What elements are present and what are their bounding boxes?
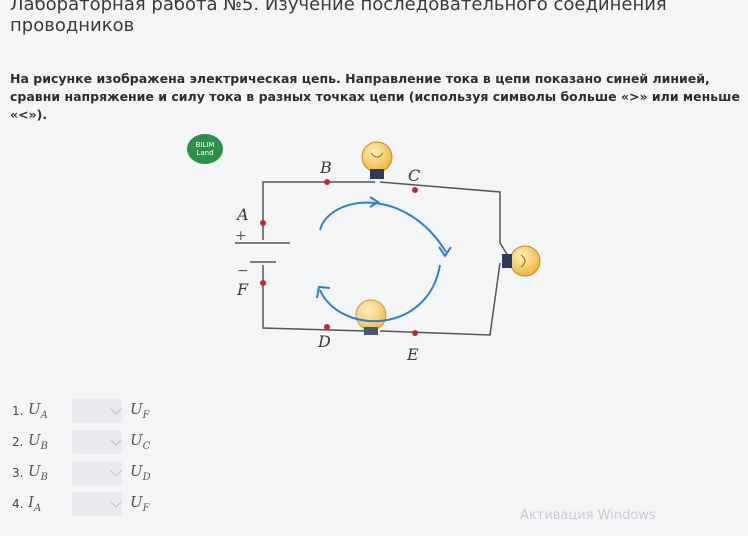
current-arrow-left: [316, 285, 331, 299]
circuit-diagram: + − A B C F D E: [235, 141, 541, 364]
answer-row-1: 1. UA UF: [12, 395, 154, 426]
logo-line-2: Land: [196, 149, 214, 157]
comparison-select-2[interactable]: [72, 429, 122, 454]
left-symbol: UA: [28, 400, 48, 421]
point-label-d: D: [317, 332, 331, 351]
point-label-c: C: [408, 166, 420, 185]
row-number: 1.: [12, 403, 24, 418]
current-arrow-right: [438, 246, 452, 258]
question-text: На рисунке изображена электрическая цепь…: [10, 71, 740, 122]
minus-sign: −: [237, 263, 249, 279]
current-arc-top: [319, 201, 447, 253]
comparison-select-4[interactable]: [72, 491, 122, 516]
right-symbol: UC: [130, 431, 151, 452]
windows-activation-watermark: Активация Windows: [520, 508, 656, 523]
row-number: 2.: [12, 434, 24, 449]
point-label-a: A: [235, 205, 249, 224]
point-label-f: F: [236, 280, 249, 299]
answer-row-4: 4. IA UF: [12, 488, 154, 519]
current-arc-bottom: [319, 264, 441, 323]
battery: [235, 242, 290, 263]
comparison-select-3[interactable]: [72, 460, 122, 485]
test-points: [260, 179, 418, 336]
right-symbol: UF: [130, 493, 150, 514]
answer-list: 1. UA UF 2. UB UC 3. UB UD 4. IA UF: [12, 395, 154, 519]
logo-line-1: BILIM: [195, 141, 215, 149]
bulb-bottom: [355, 299, 387, 335]
page-title: Лабораторная работа №5. Изучение последо…: [10, 0, 667, 36]
plus-sign: +: [235, 228, 247, 244]
bilimland-logo: BILIM Land: [187, 134, 223, 164]
right-symbol: UD: [130, 462, 151, 483]
left-symbol: UB: [28, 431, 49, 452]
bulb-right: [502, 245, 541, 277]
bulb-top: [361, 141, 393, 179]
right-symbol: UF: [130, 400, 150, 421]
point-label-e: E: [406, 345, 419, 364]
left-symbol: IA: [28, 493, 42, 514]
answer-row-2: 2. UB UC: [12, 426, 154, 457]
point-label-b: B: [319, 158, 332, 177]
current-arrow-top: [369, 196, 380, 208]
left-symbol: UB: [28, 462, 49, 483]
row-number: 3.: [12, 465, 24, 480]
row-number: 4.: [12, 496, 24, 511]
comparison-select-1[interactable]: [72, 398, 122, 423]
answer-row-3: 3. UB UD: [12, 457, 154, 488]
